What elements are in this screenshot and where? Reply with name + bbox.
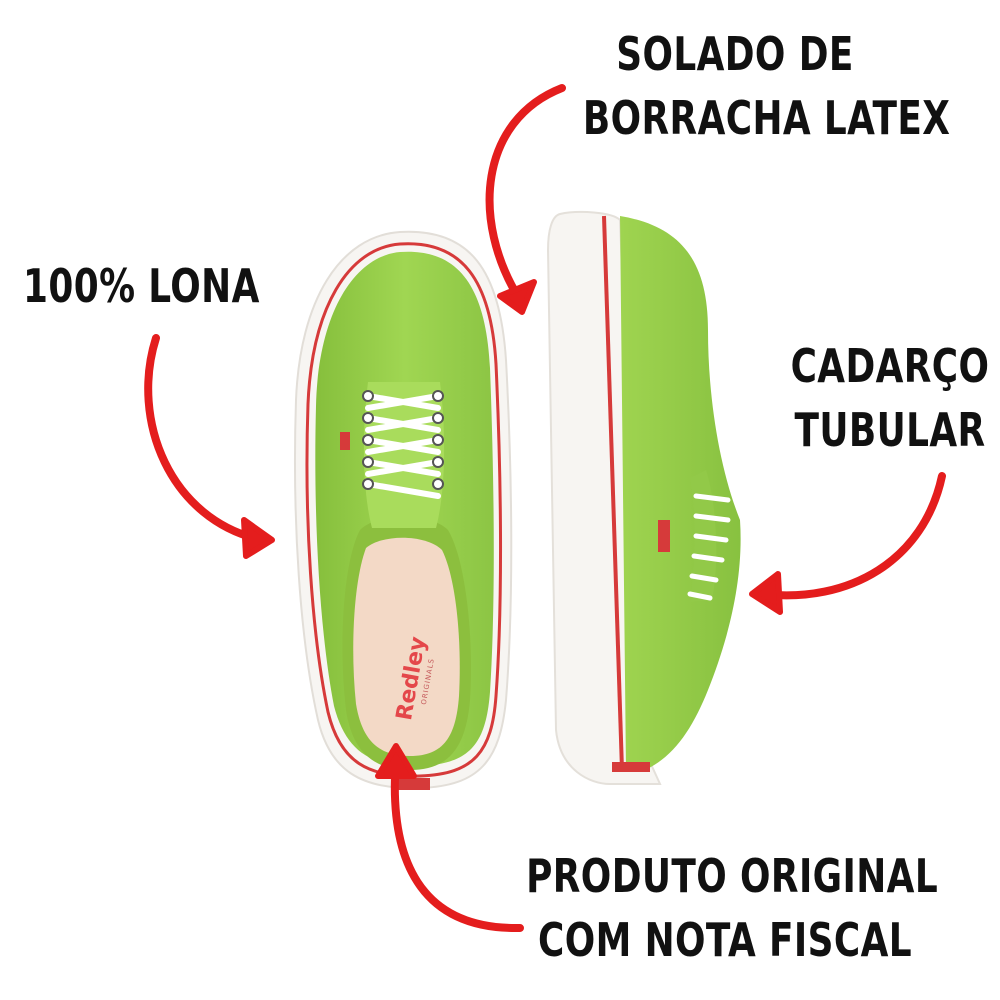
right-shoe-canvas bbox=[620, 216, 741, 772]
left-shoe-laces bbox=[365, 393, 441, 499]
label-lace-line1: CADARÇO bbox=[790, 339, 990, 393]
left-shoe-stripe bbox=[305, 242, 503, 778]
left-shoe-insole bbox=[353, 537, 460, 756]
label-lace-line2: TUBULAR bbox=[794, 403, 986, 457]
arrow-sole bbox=[485, 84, 566, 315]
right-shoe-laces bbox=[687, 493, 731, 601]
arrow-original bbox=[375, 743, 524, 933]
right-shoe-side-tag bbox=[658, 520, 670, 552]
label-lace: CADARÇO TUBULAR bbox=[789, 334, 992, 462]
arrow-lace bbox=[749, 472, 946, 615]
shoe-top-view bbox=[293, 230, 513, 790]
label-original-line1: PRODUTO ORIGINAL bbox=[526, 849, 939, 903]
label-original-line2: COM NOTA FISCAL bbox=[537, 913, 913, 967]
right-shoe-stripe bbox=[602, 215, 624, 771]
label-sole: SOLADO DE BORRACHA LATEX bbox=[582, 22, 951, 150]
label-canvas: 100% LONA bbox=[23, 258, 260, 314]
label-sole-line1: SOLADO DE bbox=[616, 27, 854, 81]
arrow-canvas bbox=[144, 334, 275, 559]
label-canvas-line1: 100% LONA bbox=[23, 259, 260, 313]
left-shoe-side-tag bbox=[340, 432, 350, 450]
shoe-side-view bbox=[546, 211, 741, 785]
label-original: PRODUTO ORIGINAL COM NOTA FISCAL bbox=[526, 844, 939, 972]
left-shoe-eyelets bbox=[362, 390, 444, 490]
label-sole-line2: BORRACHA LATEX bbox=[582, 91, 951, 145]
right-shoe-heel-strip bbox=[612, 762, 650, 772]
left-shoe-heel-tab bbox=[396, 778, 430, 790]
